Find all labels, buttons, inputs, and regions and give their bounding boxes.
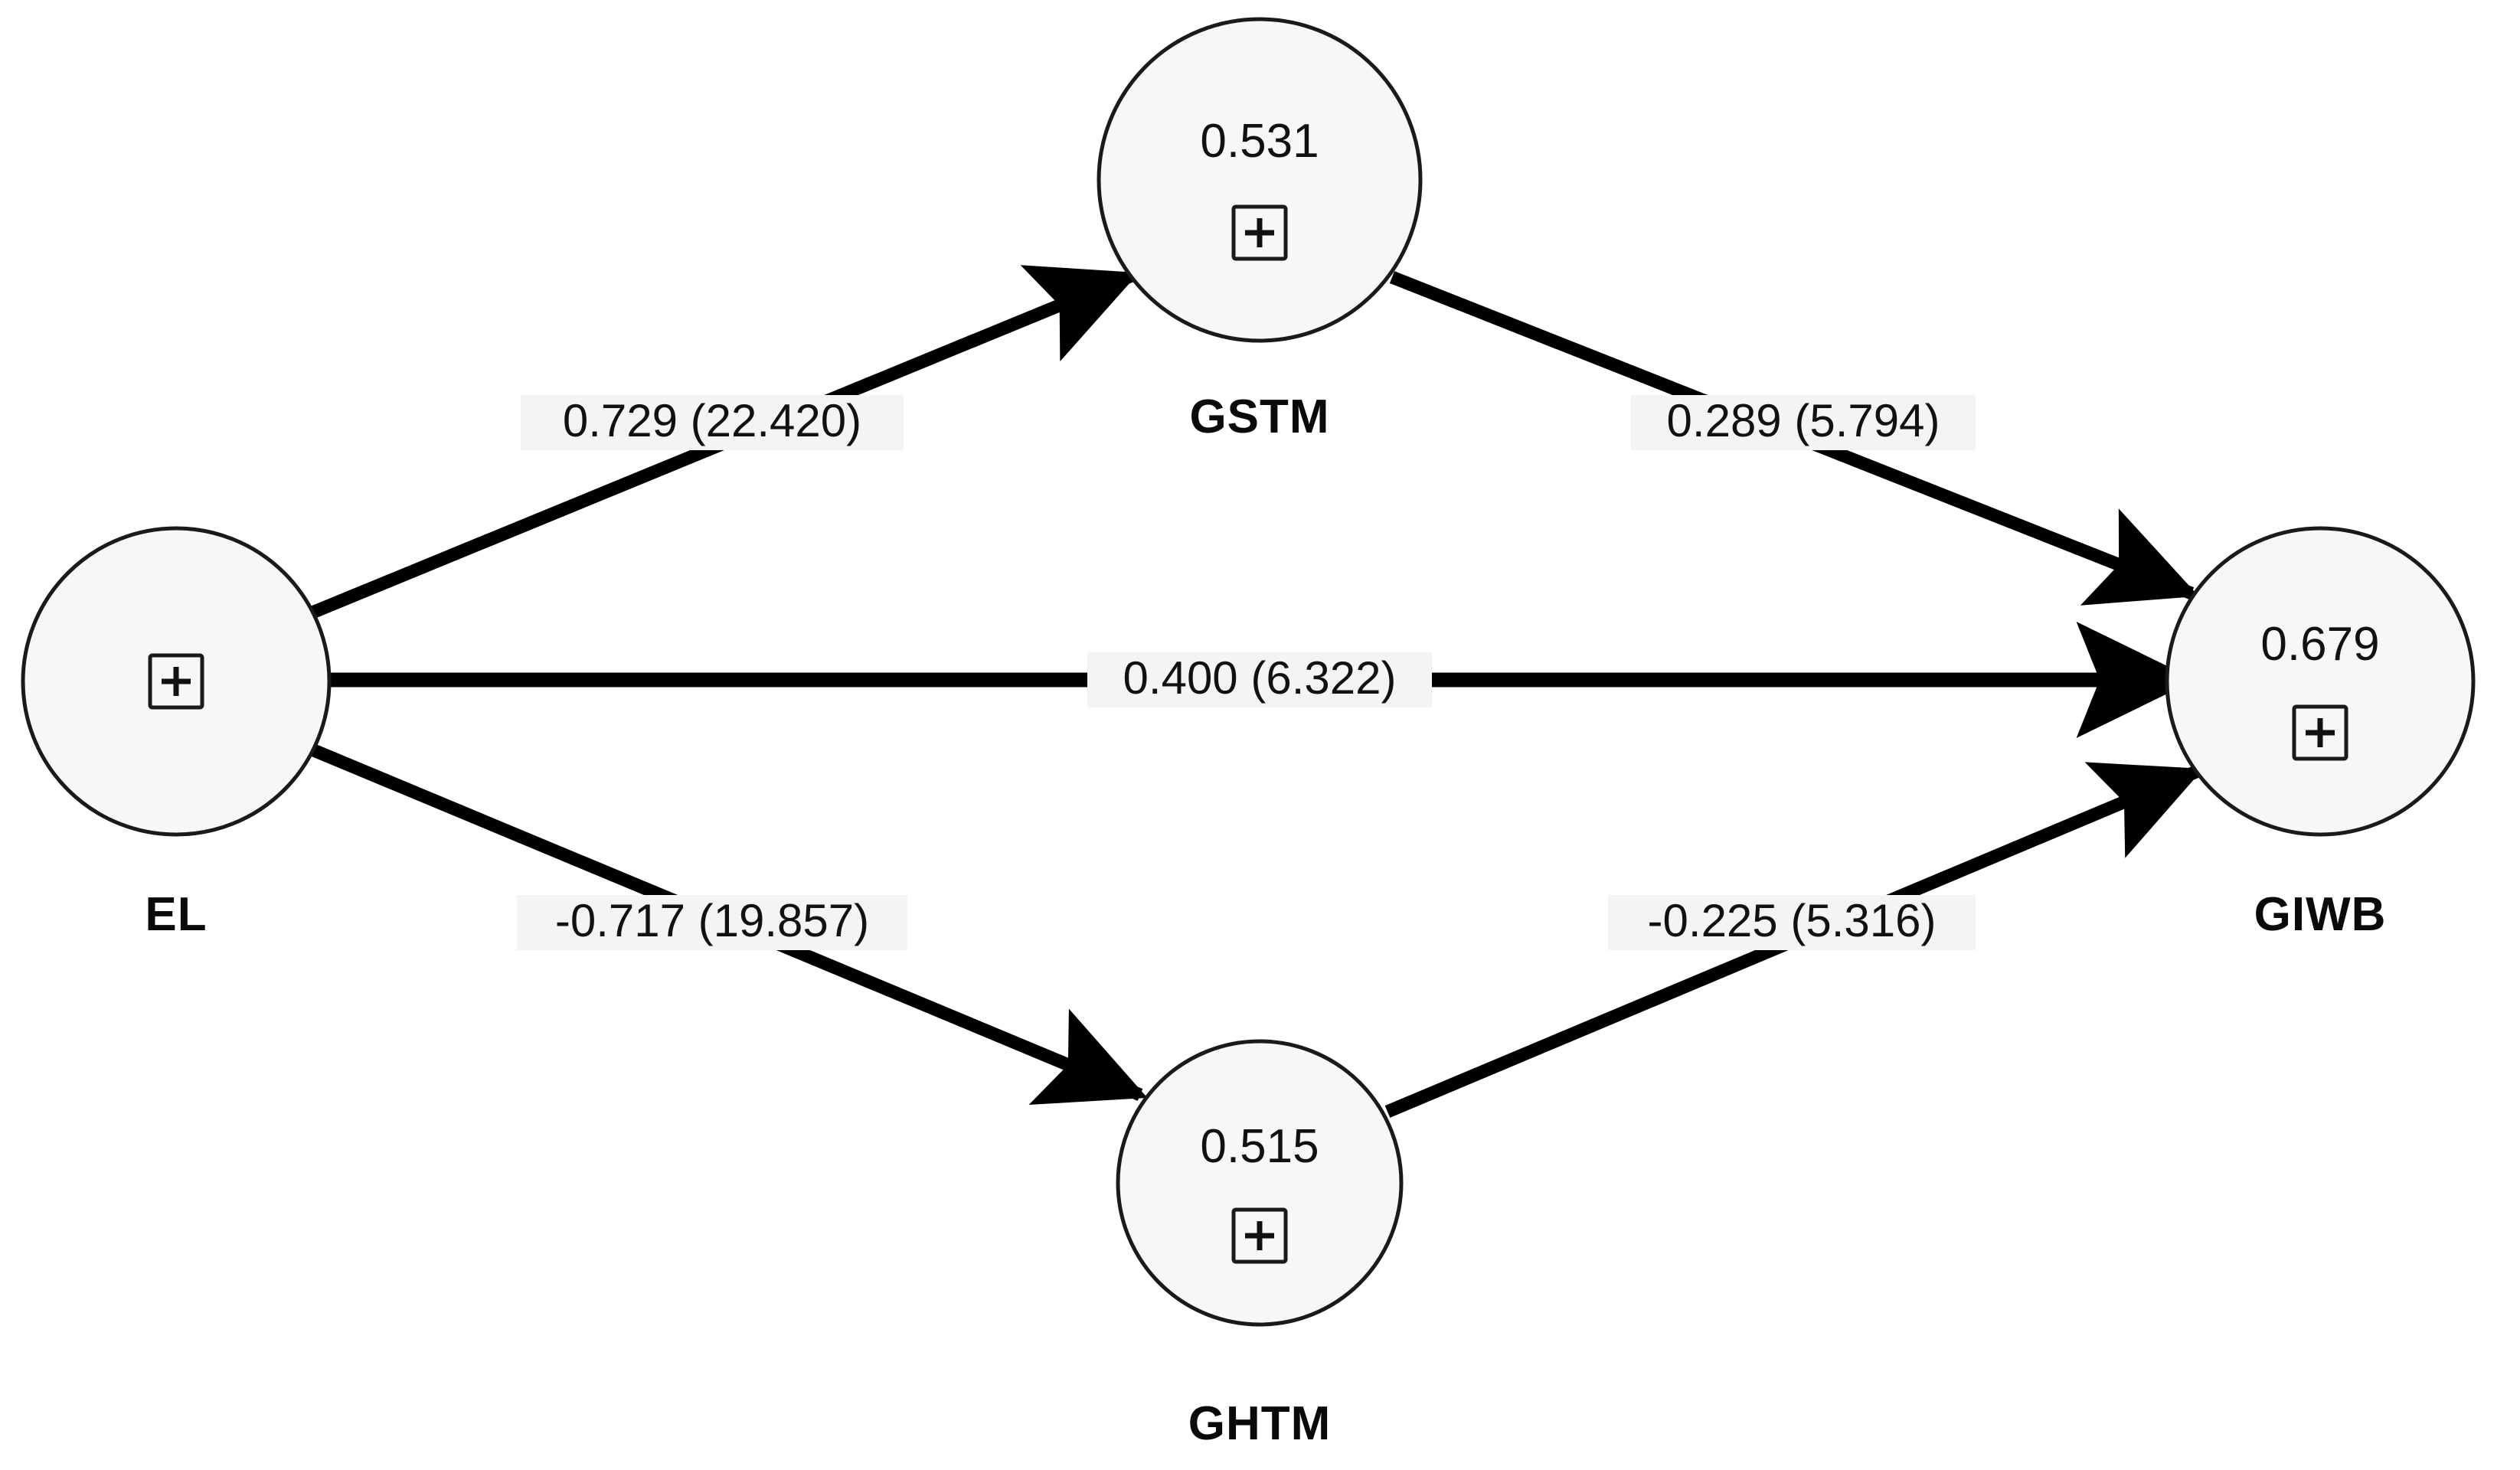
plus-box-icon [1231, 204, 1288, 261]
edge-label-ghtm-giwb-text: -0.225 (5.316) [1648, 895, 1937, 946]
edge-label-gstm-giwb-text: 0.289 (5.794) [1667, 395, 1940, 446]
node-giwb-circle [2165, 526, 2476, 837]
node-ghtm-circle [1116, 1039, 1404, 1327]
node-gstm-r2: 0.531 [1200, 115, 1319, 168]
plus-box-icon [148, 653, 204, 710]
edge-label-el-gstm-text: 0.729 (22.420) [563, 395, 861, 446]
node-ghtm[interactable]: 0.515 GHTM [1116, 1039, 1404, 1450]
edge-label-el-ghtm: -0.717 (19.857) [517, 895, 907, 950]
edge-label-el-giwb-text: 0.400 (6.322) [1123, 652, 1397, 704]
node-gstm-label: GSTM [1189, 390, 1329, 443]
node-ghtm-r2: 0.515 [1200, 1120, 1319, 1173]
edge-label-el-ghtm-text: -0.717 (19.857) [555, 895, 869, 946]
edge-label-el-gstm: 0.729 (22.420) [521, 395, 904, 450]
plus-box-icon [2292, 704, 2348, 761]
node-giwb[interactable]: 0.679 GIWB [2165, 526, 2476, 941]
edge-label-el-giwb: 0.400 (6.322) [1087, 652, 1432, 707]
plus-box-icon [1231, 1207, 1288, 1264]
node-giwb-r2: 0.679 [2260, 618, 2379, 671]
node-el[interactable]: EL [21, 526, 332, 941]
edge-label-ghtm-giwb: -0.225 (5.316) [1608, 895, 1976, 950]
node-gstm-circle [1097, 17, 1423, 343]
edge-label-gstm-giwb: 0.289 (5.794) [1631, 395, 1976, 450]
node-el-label: EL [145, 888, 207, 941]
node-giwb-label: GIWB [2254, 888, 2387, 941]
node-gstm[interactable]: 0.531 GSTM [1097, 17, 1423, 443]
node-ghtm-label: GHTM [1188, 1397, 1332, 1450]
